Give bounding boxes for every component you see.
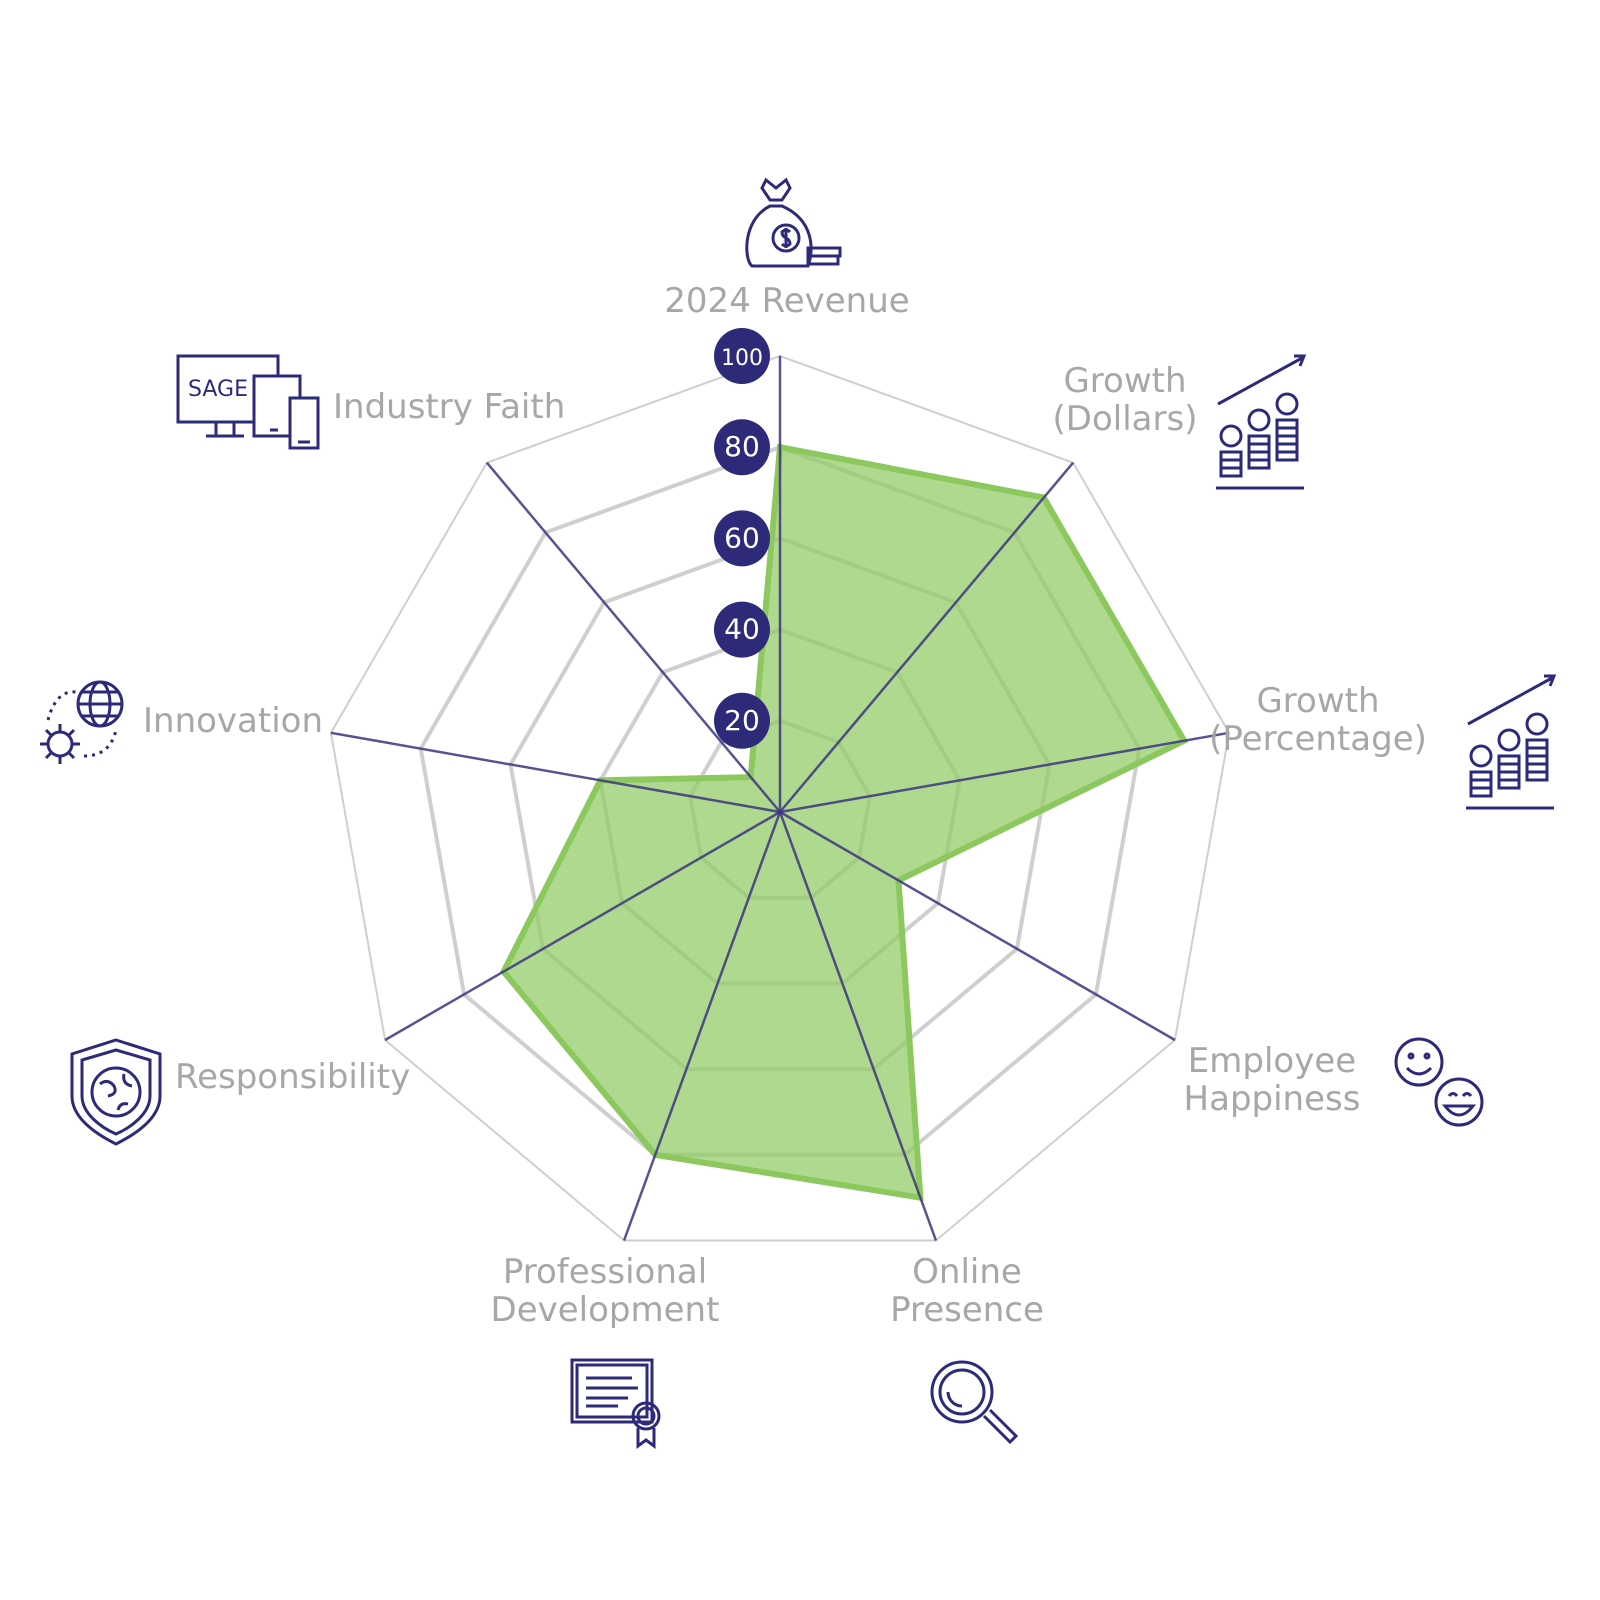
globe-gear-icon [40,680,124,764]
certificate-icon [570,1358,661,1449]
axis-line [779,810,1176,1042]
axis-label: Happiness [1184,1079,1361,1119]
axis-label: Professional [503,1252,707,1292]
icons: SAGE [40,177,1557,1449]
axis-label: Online [912,1252,1022,1292]
axis-line [384,810,781,1042]
shield-globe-icon [70,1038,162,1146]
axis-label: Industry Faith [333,387,565,427]
series-polygon [500,443,1189,1202]
grid-ring-100 [329,354,1231,1242]
magnifier-icon [930,1360,1019,1445]
axis-label: Development [491,1290,720,1330]
smiley-faces-icon [1394,1037,1484,1127]
money-bag-icon [745,177,842,268]
tick-label: 60 [724,521,760,554]
coins-growth-icon [1466,674,1557,810]
axis-label: (Dollars) [1053,399,1198,439]
tick-badge [714,692,770,749]
tick-badge [714,510,770,567]
tick-badge [714,419,770,476]
axis-label: Employee [1188,1041,1356,1081]
axis-line [779,731,1230,814]
axis-line [778,811,938,1241]
axis-label: Growth [1063,361,1186,401]
tick-label: 80 [724,430,760,463]
labels: 2024 RevenueGrowth(Dollars)Growth(Percen… [143,281,1427,1330]
tick-badge [714,328,770,384]
tick-label: 100 [721,346,763,371]
coins-growth-icon [1216,354,1307,490]
ticks: 20 40 60 80 100 [714,328,770,749]
axis-line [779,461,1075,813]
axes [330,356,1230,1241]
axis-label: Growth [1256,681,1379,721]
axis-label: Presence [890,1290,1044,1330]
tick-label: 40 [724,613,760,646]
axis-line [485,461,781,813]
axis-label: (Percentage) [1209,719,1427,759]
devices-icon: SAGE [176,354,320,450]
sage-logo: SAGE [188,377,248,402]
axis-label: Responsibility [175,1057,410,1097]
axis-line [330,731,781,814]
axis-label: 2024 Revenue [664,281,909,321]
tick-badge [714,601,770,658]
series [500,443,1189,1202]
axis-line [622,811,782,1241]
axis-label: Innovation [143,701,323,741]
tick-label: 20 [724,704,760,737]
